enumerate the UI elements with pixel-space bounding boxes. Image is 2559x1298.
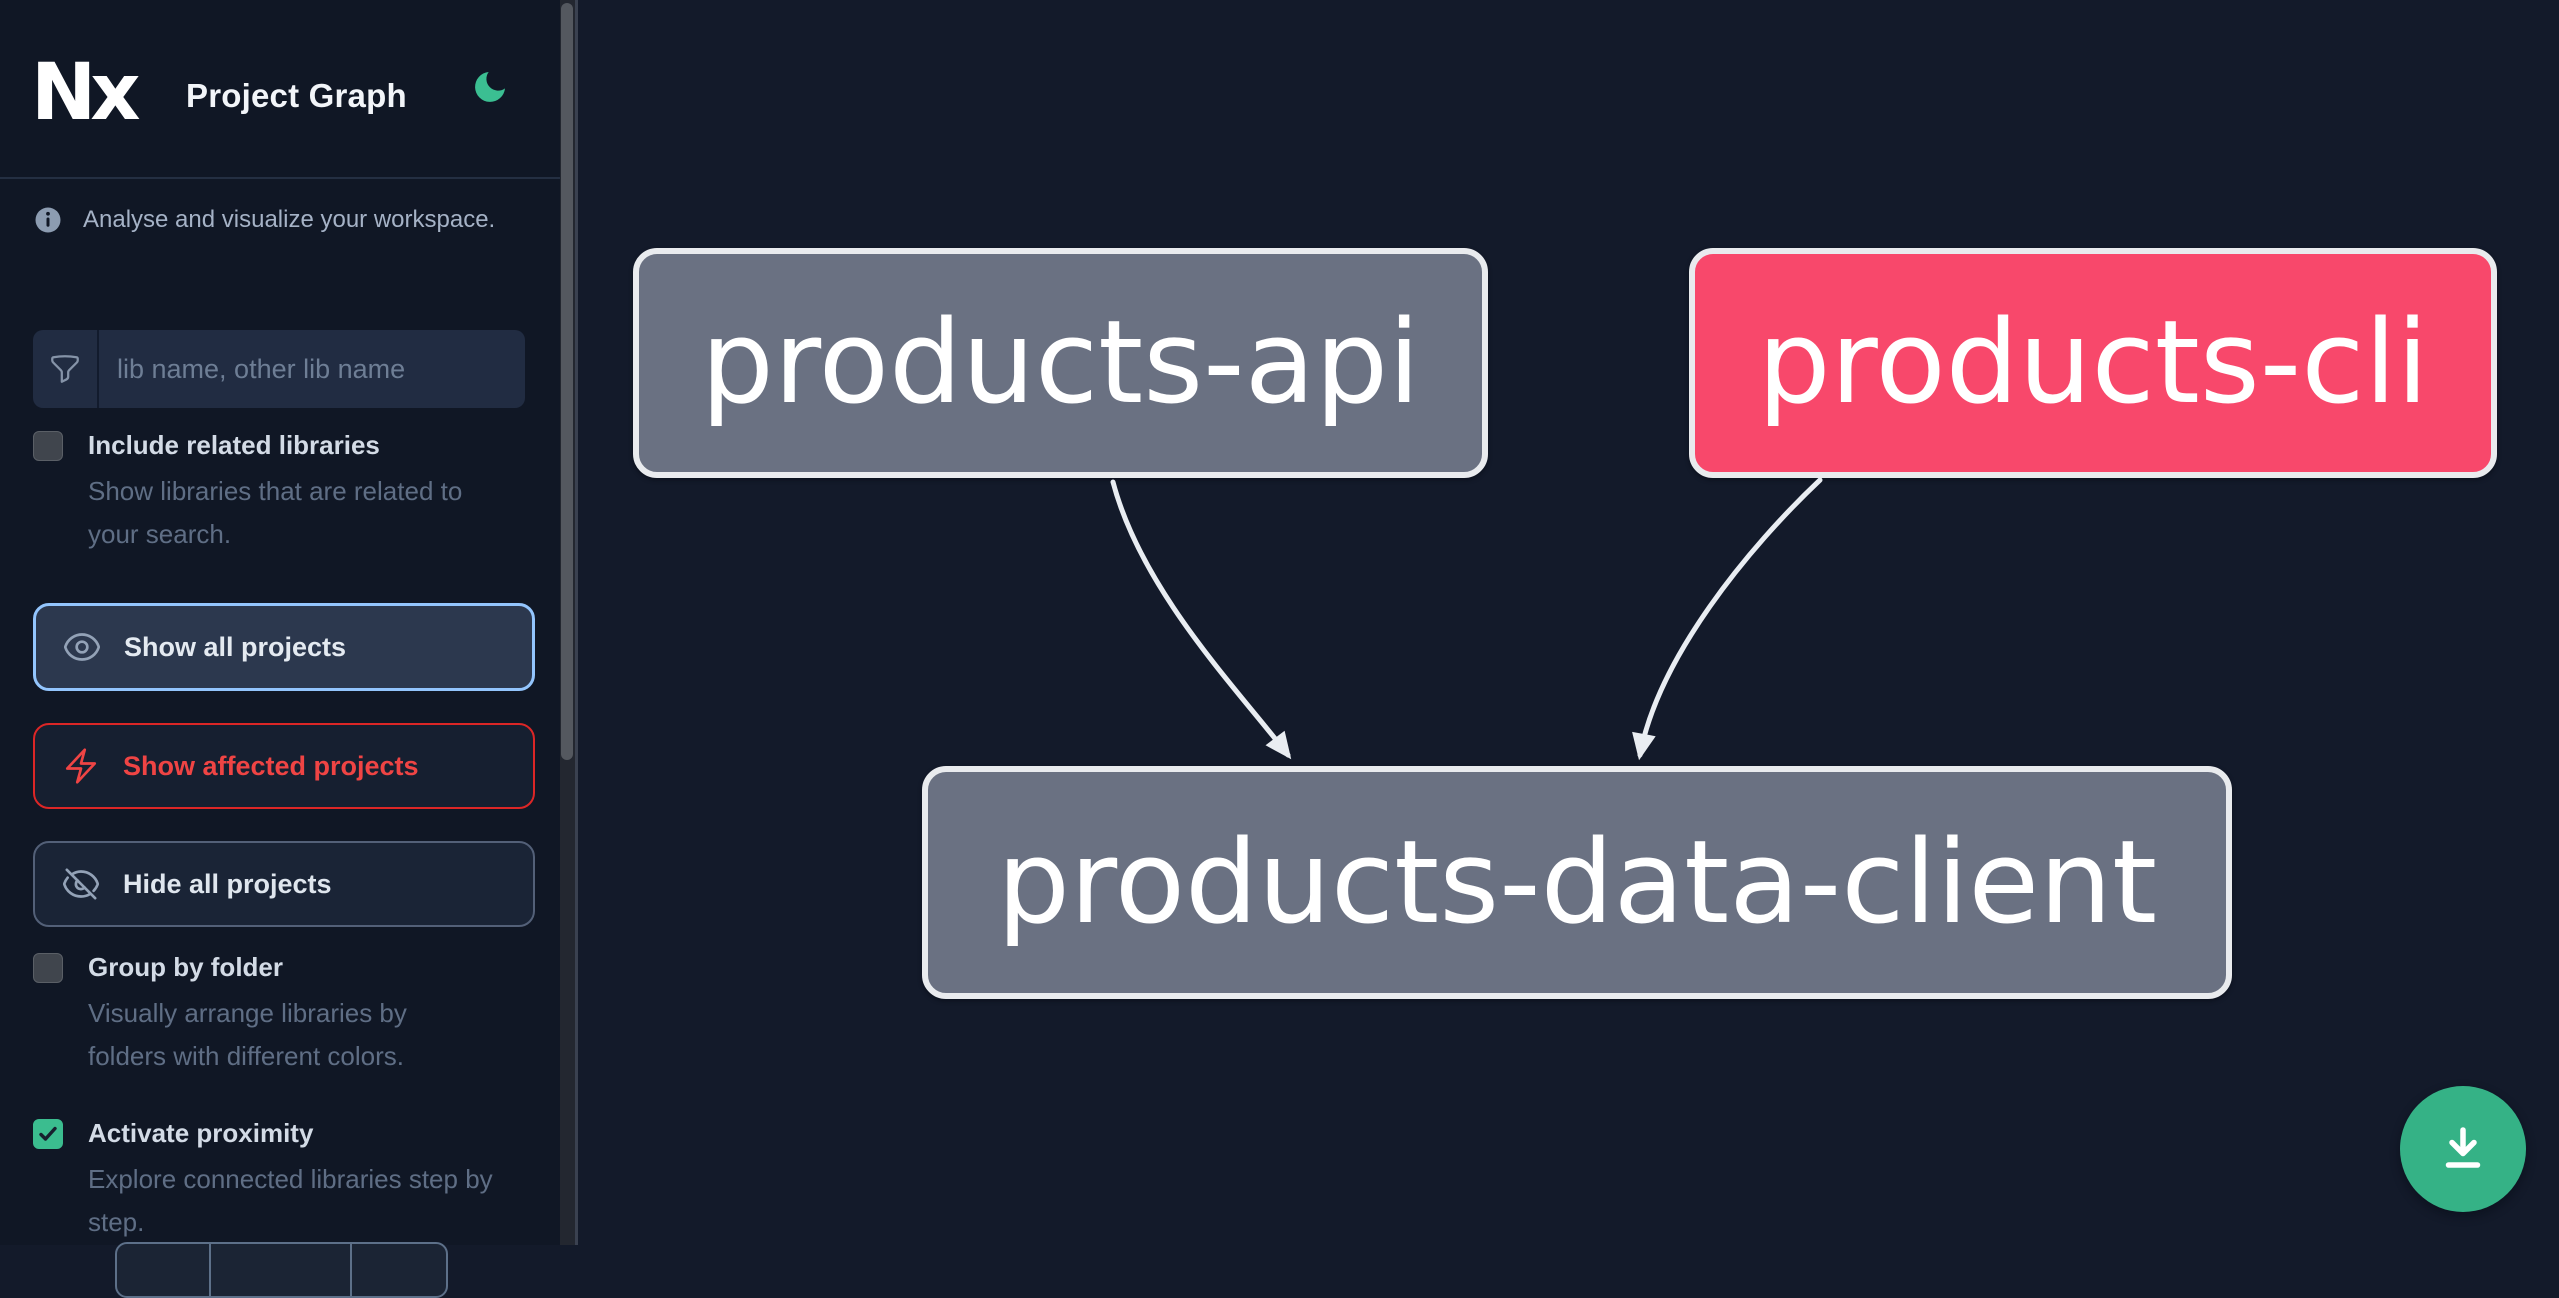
option-description: Explore connected libraries step by step… [88, 1164, 493, 1237]
button-label: Hide all projects [123, 868, 332, 899]
node-label: products-data-client [996, 815, 2158, 950]
moon-icon [475, 71, 505, 102]
button-label: Show affected projects [123, 750, 419, 781]
info-icon [35, 207, 61, 233]
svg-text:Nx: Nx [31, 56, 140, 136]
graph-node-products-api[interactable]: products-api [633, 248, 1488, 478]
page-title: Project Graph [186, 77, 407, 114]
tagline-row: Analyse and visualize your workspace. [33, 205, 495, 235]
option-description: Visually arrange libraries by folders wi… [88, 998, 407, 1071]
option-label: Group by folder [88, 952, 283, 982]
show-all-projects-button[interactable]: Show all projects [33, 603, 535, 691]
checkbox-group-by-folder[interactable] [33, 953, 63, 983]
stepper-divider [209, 1244, 211, 1296]
tagline-text: Analyse and visualize your workspace. [83, 206, 496, 233]
checkbox-include-related[interactable] [33, 431, 63, 461]
proximity-depth-control[interactable] [115, 1242, 448, 1298]
search-box[interactable] [33, 330, 525, 408]
scrollbar-thumb[interactable] [561, 3, 573, 760]
check-icon [39, 1126, 57, 1141]
header-divider [0, 177, 560, 179]
show-affected-projects-button[interactable]: Show affected projects [33, 723, 535, 809]
option-label: Include related libraries [88, 430, 380, 460]
button-label: Show all projects [124, 631, 347, 662]
nx-logo: Nx [31, 56, 146, 136]
sidebar-header: Nx Project Graph [0, 0, 560, 179]
graph-node-products-cli[interactable]: products-cli [1689, 248, 2497, 478]
search-input[interactable] [99, 330, 525, 408]
sidebar: Nx Project Graph Analyse and visualize y… [0, 0, 560, 1298]
node-label: products-api [700, 296, 1421, 430]
node-label: products-cli [1757, 296, 2429, 430]
sidebar-scrollbar[interactable] [560, 0, 575, 1245]
filter-funnel-icon [33, 330, 99, 408]
sidebar-main-divider [575, 0, 578, 1245]
eye-slash-icon [62, 868, 100, 900]
bolt-icon [65, 748, 97, 784]
download-icon [2445, 1127, 2481, 1168]
checkbox-activate-proximity[interactable] [33, 1119, 63, 1149]
download-graph-button[interactable] [2400, 1086, 2526, 1212]
theme-toggle-button[interactable] [468, 66, 512, 110]
eye-icon [63, 633, 101, 661]
hide-all-projects-button[interactable]: Hide all projects [33, 841, 535, 927]
option-label: Activate proximity [88, 1118, 314, 1148]
graph-node-products-data-client[interactable]: products-data-client [922, 766, 2232, 999]
stepper-divider [350, 1244, 352, 1296]
graph-canvas[interactable]: products-api products-cli products-data-… [578, 0, 2559, 1245]
option-description: Show libraries that are related to your … [88, 476, 463, 549]
